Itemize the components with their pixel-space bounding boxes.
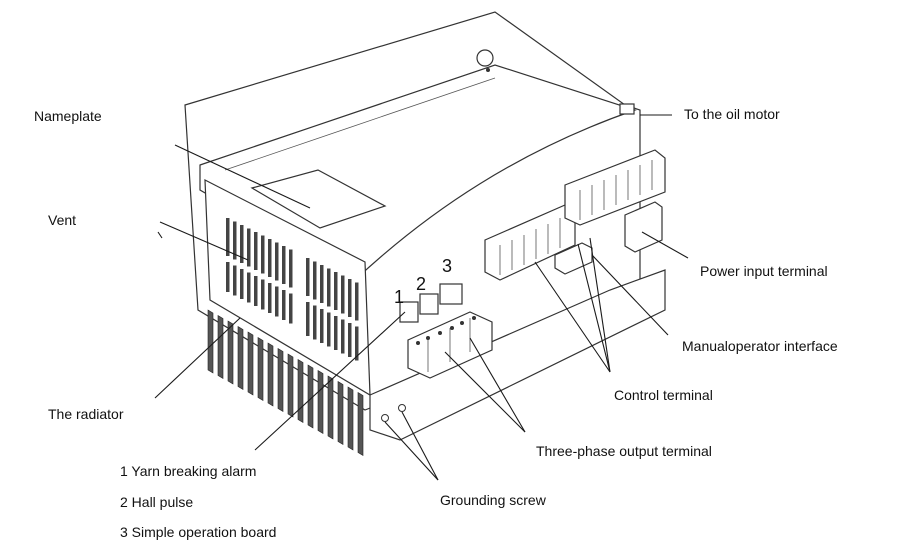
vent-slot xyxy=(226,218,230,256)
label-vent: Vent xyxy=(48,212,77,228)
vent-slot xyxy=(341,319,345,354)
vent-slot xyxy=(275,286,279,317)
vent-slot xyxy=(282,290,286,320)
radiator-fin xyxy=(217,314,224,380)
oil-motor-connector xyxy=(619,103,635,115)
label-grounding: Grounding screw xyxy=(440,492,546,508)
vent-slot xyxy=(306,258,310,296)
vent-slot xyxy=(254,232,258,270)
control-terminals xyxy=(484,149,666,281)
vent-slot xyxy=(261,279,265,310)
leader-lines xyxy=(154,114,689,481)
vent-slot xyxy=(275,242,279,281)
power-input-block xyxy=(624,201,663,253)
vent-slot xyxy=(268,283,272,313)
vent-slot xyxy=(320,309,324,343)
grounding-screw-1 xyxy=(381,414,389,422)
vent-slot xyxy=(254,276,258,306)
radiator-fin xyxy=(207,309,214,374)
connector-number-3: 3 xyxy=(442,256,452,276)
vent-slot xyxy=(226,262,230,292)
small-connectors: 1 2 3 xyxy=(394,256,463,323)
vent-slot xyxy=(289,293,293,324)
connector-number-2: 2 xyxy=(416,274,426,294)
vent-slot xyxy=(233,265,237,296)
vent-slot xyxy=(313,261,317,300)
vent-slot xyxy=(313,305,317,340)
grounding-screw-2 xyxy=(398,404,406,412)
label-three-phase: Three-phase output terminal xyxy=(536,443,712,459)
vent-slot xyxy=(334,316,338,350)
vent-slot xyxy=(240,269,244,299)
radiator-fin xyxy=(227,320,234,385)
vent-slot xyxy=(289,249,293,288)
vent-grille xyxy=(226,218,359,361)
radiator-fin xyxy=(307,364,314,429)
vent-slot xyxy=(261,235,265,274)
legend-item-1: 1 Yarn breaking alarm xyxy=(120,463,257,479)
vent-slot xyxy=(268,239,272,277)
label-radiator: The radiator xyxy=(48,406,124,422)
legend-item-3: 3 Simple operation board xyxy=(120,524,277,540)
vent-slot xyxy=(355,282,359,321)
radiator-fin xyxy=(277,347,284,413)
vent-slot xyxy=(327,268,331,307)
radiator-fin xyxy=(347,386,354,451)
radiator-fin xyxy=(237,325,244,391)
radiator-fin xyxy=(297,358,304,424)
label-manual-operator: Manualoperator interface xyxy=(682,338,838,354)
nameplate-plate xyxy=(250,169,387,229)
radiator-fin xyxy=(287,353,294,418)
base-block xyxy=(369,269,666,441)
vent-slot xyxy=(348,323,352,357)
radiator-fin xyxy=(317,369,324,435)
vent-slot xyxy=(320,265,324,303)
label-power-input: Power input terminal xyxy=(700,263,828,279)
radiator-fin xyxy=(357,391,364,457)
radiator-fin xyxy=(257,336,264,402)
radiator-fin xyxy=(247,331,254,396)
manual-operator-connector xyxy=(554,242,593,275)
vent-slot xyxy=(327,312,331,347)
vent-slot xyxy=(247,228,251,267)
vent-slot xyxy=(348,279,352,317)
vent-slot xyxy=(334,272,338,310)
label-nameplate: Nameplate xyxy=(34,108,102,124)
radiator-fin xyxy=(267,342,274,407)
radiator-fin xyxy=(327,375,334,440)
vent-slot xyxy=(233,221,237,260)
vent-slot xyxy=(355,326,359,361)
label-oil-motor: To the oil motor xyxy=(684,106,780,122)
label-control-terminal: Control terminal xyxy=(614,387,713,403)
radiator-fins xyxy=(207,309,364,457)
vent-slot xyxy=(282,246,286,284)
three-phase-terminals xyxy=(407,311,493,379)
radiator-fin xyxy=(337,380,344,446)
vent-slot xyxy=(247,272,251,303)
connector-number-1: 1 xyxy=(394,287,404,307)
vent-slot xyxy=(240,225,244,263)
legend-item-2: 2 Hall pulse xyxy=(120,494,194,510)
vent-slot xyxy=(341,275,345,314)
vent-slot xyxy=(306,302,310,336)
